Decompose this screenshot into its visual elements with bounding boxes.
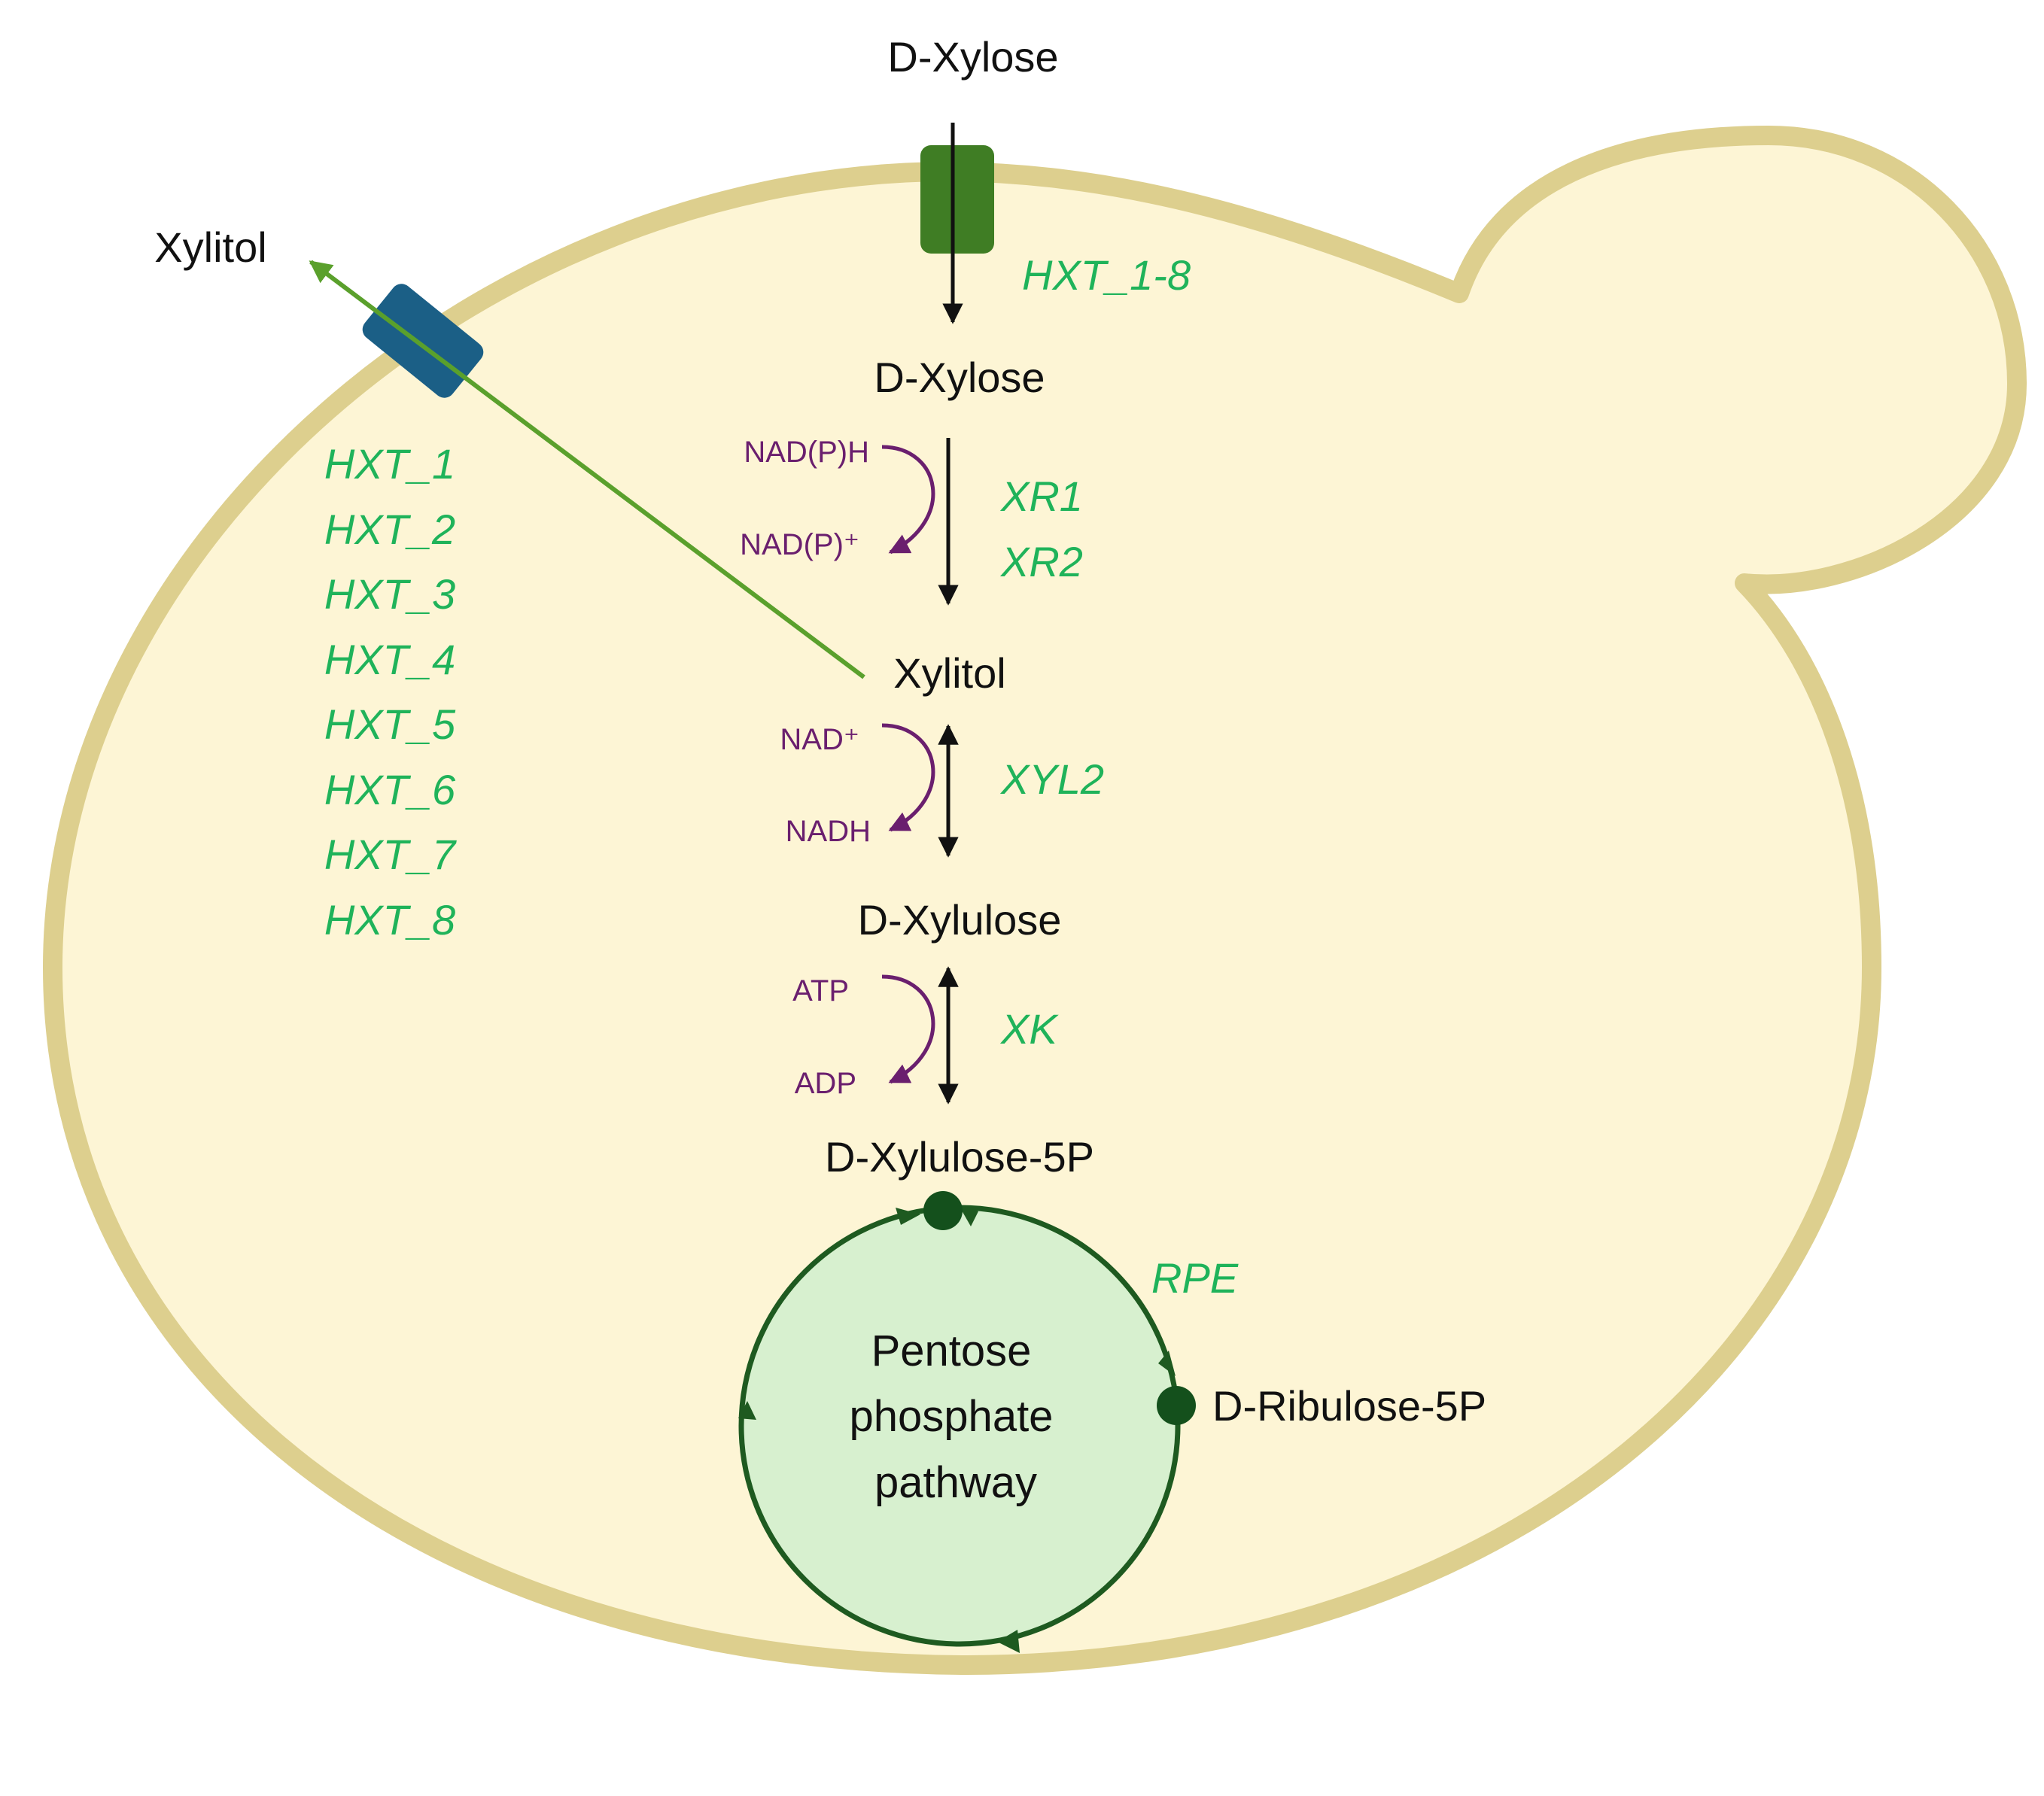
xylulose5p-label: D-Xylulose-5P <box>825 1133 1094 1181</box>
ppp-arrowhead-left <box>738 1401 756 1420</box>
xk-cofactor-arc <box>881 974 935 1084</box>
gene-xr1: XR1 <box>999 473 1083 520</box>
uptake-transporter <box>920 145 994 254</box>
gene-hxt-3: HXT_3 <box>324 570 455 618</box>
ppp-label-line2: phosphate <box>850 1392 1054 1441</box>
gene-hxt-6: HXT_6 <box>324 766 456 813</box>
cofactor-nadp: NAD(P)⁺ <box>740 528 859 561</box>
ribulose5p-node <box>1157 1386 1196 1425</box>
gene-hxt-4: HXT_4 <box>324 636 455 683</box>
gene-xr2: XR2 <box>999 538 1083 585</box>
gene-hxt-1: HXT_1 <box>324 440 455 488</box>
ppp-cycle <box>738 1191 1196 1653</box>
xylulose-label: D-Xylulose <box>858 896 1062 944</box>
xylose-external-label: D-Xylose <box>887 33 1058 81</box>
xylitol-external-label: Xylitol <box>154 223 266 271</box>
xyl2-cofactor-arc <box>881 723 935 832</box>
cofactor-atp: ATP <box>792 974 849 1007</box>
gene-hxt-uptake: HXT_1-8 <box>1022 251 1191 299</box>
xylitol-export-arrow <box>309 260 865 679</box>
gene-hxt-7: HXT_7 <box>324 831 457 878</box>
gene-xyl2: XYL2 <box>999 755 1104 803</box>
hxt-export-gene-list: HXT_1 HXT_2 HXT_3 HXT_4 HXT_5 HXT_6 HXT_… <box>324 440 457 944</box>
ppp-arrowhead-right <box>1158 1351 1176 1376</box>
gene-hxt-8: HXT_8 <box>324 896 455 944</box>
ppp-label-line3: pathway <box>874 1458 1037 1507</box>
xylitol-internal-label: Xylitol <box>893 649 1005 697</box>
xylose-internal-label: D-Xylose <box>874 354 1045 401</box>
cofactor-adp: ADP <box>795 1067 856 1100</box>
ppp-label-line1: Pentose <box>871 1326 1032 1375</box>
ppp-arrowhead-top-left <box>896 1208 920 1225</box>
ribulose5p-label: D-Ribulose-5P <box>1212 1382 1486 1430</box>
gene-hxt-2: HXT_2 <box>324 506 455 553</box>
xylulose5p-node <box>923 1191 963 1230</box>
cofactor-nadh: NADH <box>786 815 871 848</box>
gene-rpe: RPE <box>1151 1254 1239 1302</box>
gene-hxt-5: HXT_5 <box>324 700 456 748</box>
cofactor-nadph: NAD(P)H <box>744 436 869 469</box>
gene-xk: XK <box>999 1005 1059 1053</box>
yeast-cell <box>43 126 2027 1675</box>
ppp-arrowhead-bottom <box>997 1630 1020 1653</box>
cofactor-nad: NAD⁺ <box>780 723 859 756</box>
cell-membrane <box>43 126 2027 1675</box>
ppp-arrowhead-top-right <box>959 1205 978 1226</box>
xr-cofactor-arc <box>881 445 935 555</box>
